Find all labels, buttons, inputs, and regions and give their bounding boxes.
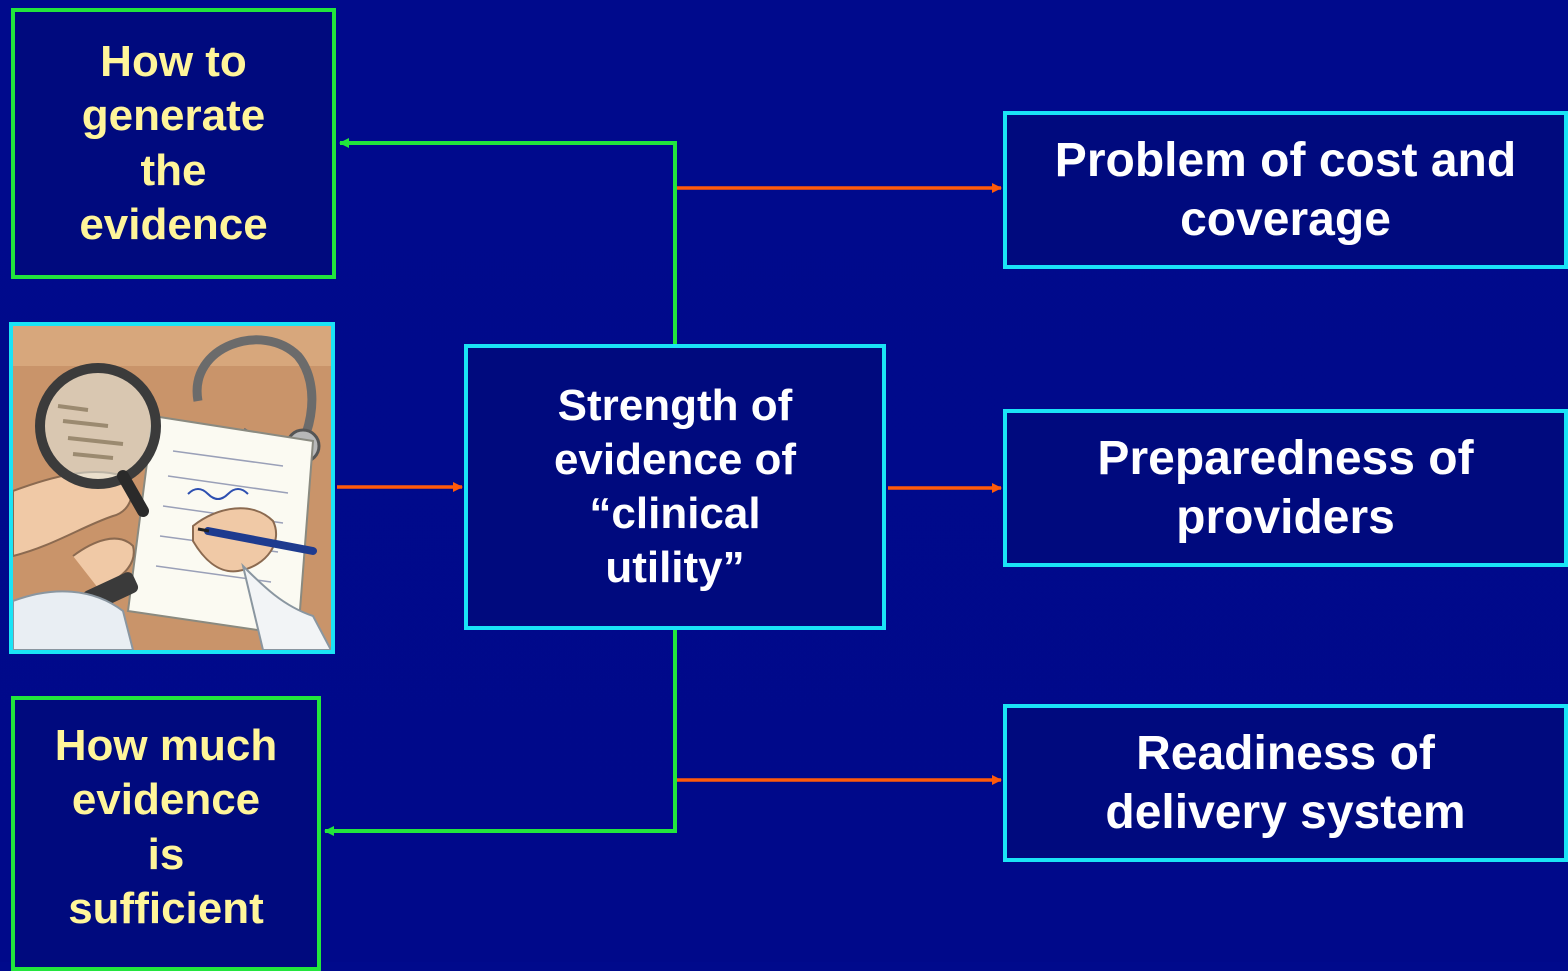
how-much-evidence-box: How much evidence is sufficient: [11, 696, 321, 971]
clinical-utility-center-box: Strength of evidence of “clinical utilit…: [464, 344, 886, 630]
doctor-prescription-illustration: [9, 322, 335, 654]
delivery-readiness-box: Readiness of delivery system: [1003, 704, 1568, 862]
cost-coverage-box: Problem of cost and coverage: [1003, 111, 1568, 269]
provider-preparedness-text: Preparedness of providers: [1097, 431, 1474, 544]
cost-coverage-text: Problem of cost and coverage: [1054, 133, 1517, 246]
arrow-center-to-how-to-generate: [339, 138, 677, 346]
how-much-evidence-text: How much evidence is sufficient: [54, 721, 278, 933]
provider-preparedness-box: Preparedness of providers: [1003, 409, 1568, 567]
how-to-generate-evidence-box: How to generate the evidence: [11, 8, 336, 279]
delivery-readiness-text: Readiness of delivery system: [1105, 726, 1466, 839]
how-to-generate-evidence-text: How to generate the evidence: [79, 37, 268, 249]
clinical-utility-text: Strength of evidence of “clinical utilit…: [553, 380, 797, 593]
arrow-center-to-how-much: [324, 630, 677, 836]
doctor-writing-prescription-icon: [13, 326, 331, 650]
